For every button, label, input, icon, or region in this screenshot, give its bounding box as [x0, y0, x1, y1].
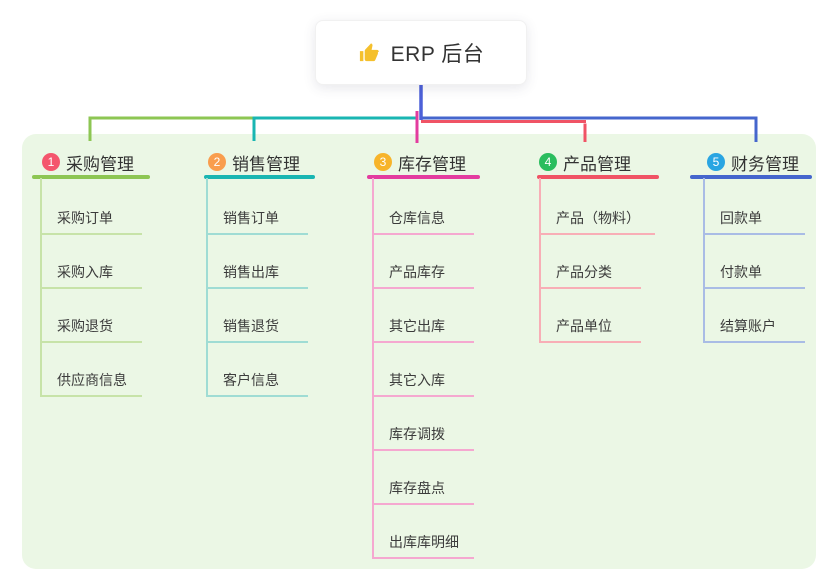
branch-label: 产品管理 — [563, 154, 631, 174]
child-node[interactable]: 产品单位 — [539, 316, 641, 343]
branch-badge: 3 — [374, 153, 392, 171]
child-node[interactable]: 回款单 — [703, 208, 805, 235]
child-node[interactable]: 采购订单 — [40, 208, 142, 235]
branch-label: 财务管理 — [731, 154, 799, 174]
branch-label: 库存管理 — [398, 154, 466, 174]
child-connector-line — [40, 178, 42, 395]
child-node[interactable]: 采购退货 — [40, 316, 142, 343]
branch-badge: 2 — [208, 153, 226, 171]
child-node[interactable]: 其它入库 — [372, 370, 474, 397]
root-node-erp[interactable]: ERP 后台 — [315, 20, 527, 85]
child-node[interactable]: 产品库存 — [372, 262, 474, 289]
child-node[interactable]: 销售订单 — [206, 208, 308, 235]
child-node[interactable]: 采购入库 — [40, 262, 142, 289]
branch-label: 采购管理 — [66, 154, 134, 174]
child-node[interactable]: 库存调拨 — [372, 424, 474, 451]
branch-badge: 4 — [539, 153, 557, 171]
branch-node-5[interactable]: 5 财务管理 — [707, 150, 799, 174]
branch-label: 销售管理 — [232, 154, 300, 174]
child-node[interactable]: 付款单 — [703, 262, 805, 289]
child-node[interactable]: 产品（物料） — [539, 208, 655, 235]
child-node[interactable]: 出库库明细 — [372, 532, 474, 559]
branch-underline — [204, 175, 315, 179]
child-node[interactable]: 供应商信息 — [40, 370, 142, 397]
branch-node-3[interactable]: 3 库存管理 — [374, 150, 466, 174]
child-node[interactable]: 产品分类 — [539, 262, 641, 289]
child-connector-line — [372, 178, 374, 557]
branch-underline — [32, 175, 150, 179]
branch-node-4[interactable]: 4 产品管理 — [539, 150, 631, 174]
child-node[interactable]: 其它出库 — [372, 316, 474, 343]
branch-node-1[interactable]: 1 采购管理 — [42, 150, 134, 174]
child-connector-line — [703, 178, 705, 341]
child-node[interactable]: 销售退货 — [206, 316, 308, 343]
branch-badge: 1 — [42, 153, 60, 171]
branch-underline — [537, 175, 659, 179]
child-node[interactable]: 结算账户 — [703, 316, 805, 343]
canvas-panel — [22, 134, 816, 569]
child-connector-line — [539, 178, 541, 341]
root-node-label: ERP 后台 — [390, 42, 485, 66]
child-node[interactable]: 客户信息 — [206, 370, 308, 397]
branch-underline — [690, 175, 812, 179]
child-node[interactable]: 销售出库 — [206, 262, 308, 289]
child-connector-line — [206, 178, 208, 395]
branch-badge: 5 — [707, 153, 725, 171]
branch-node-2[interactable]: 2 销售管理 — [208, 150, 300, 174]
branch-underline — [367, 175, 480, 179]
child-node[interactable]: 仓库信息 — [372, 208, 474, 235]
thumbs-up-icon — [358, 41, 381, 64]
child-node[interactable]: 库存盘点 — [372, 478, 474, 505]
